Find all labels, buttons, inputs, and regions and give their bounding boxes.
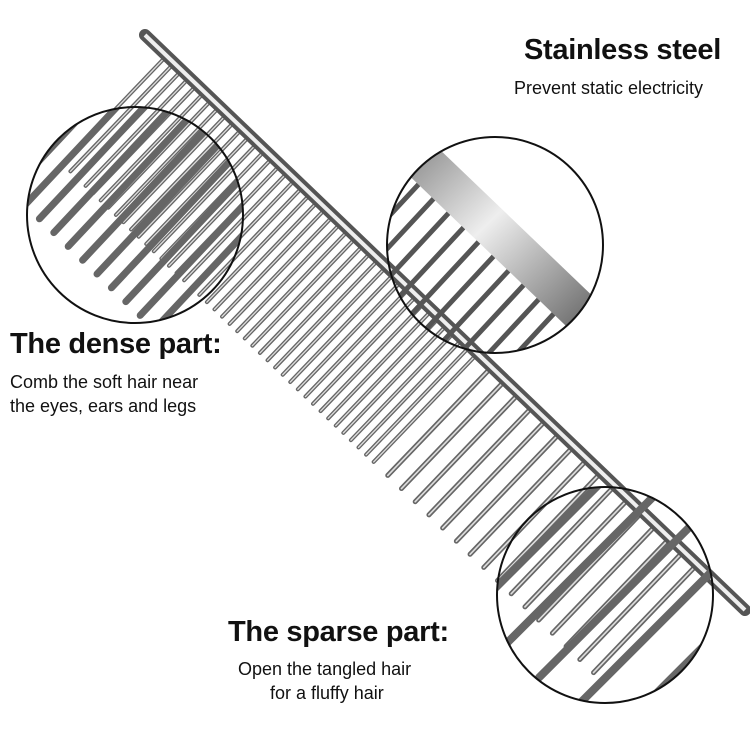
comb-tooth-dense-highlight — [168, 156, 274, 267]
comb-tooth-sparse-highlight — [469, 445, 575, 556]
magnified-spine — [387, 137, 603, 353]
dense-line2: the eyes, ears and legs — [10, 396, 197, 416]
dense-title: The dense part: — [10, 328, 222, 360]
comb-tooth-dense-highlight — [221, 207, 327, 318]
magnified-tooth — [387, 261, 518, 353]
sparse-line2: for a fluffy hair — [270, 683, 384, 703]
magnified-tooth — [501, 487, 669, 649]
magnified-tooth — [535, 513, 703, 682]
magnified-tooth — [387, 218, 473, 353]
magnified-tooth — [0, 0, 31, 67]
comb-tooth-dense-highlight — [213, 200, 319, 311]
comb-tooth-dense-highlight — [357, 338, 463, 449]
magnified-tooth — [0, 0, 60, 95]
comb-tooth-sparse-highlight — [496, 471, 603, 582]
comb-tooth-sparse-highlight — [524, 497, 630, 608]
comb-tooth-dense-highlight — [335, 316, 441, 427]
comb-tooth-dense-highlight — [145, 135, 251, 245]
comb-tooth-dense-highlight — [304, 287, 410, 398]
comb-tooth-dense-highlight — [365, 345, 471, 456]
magnified-tooth — [427, 304, 563, 353]
magnified-tooth — [151, 165, 243, 323]
magnified-tooth — [387, 246, 503, 353]
comb-tooth-dense-highlight — [297, 280, 403, 390]
magnifier-sparse — [496, 486, 714, 704]
magnified-tooth — [35, 107, 193, 223]
magnified-tooth — [136, 151, 243, 319]
comb-tooth-dense-highlight — [198, 185, 304, 296]
magnified-tooth — [27, 107, 93, 126]
comb-tooth-dense-highlight — [319, 302, 426, 412]
comb-tooth-dense-highlight — [228, 214, 335, 325]
comb-tooth-dense-highlight — [251, 236, 357, 347]
comb-tooth-dense-highlight — [115, 105, 221, 216]
magnified-tooth — [387, 174, 428, 320]
magnified-tooth — [27, 107, 107, 140]
comb-tooth-dense-highlight — [69, 62, 175, 172]
comb-teeth — [60, 53, 700, 676]
comb-tooth-sparse-highlight — [578, 550, 685, 661]
comb-tooth-dense-highlight — [100, 91, 206, 202]
comb-tooth-dense-highlight — [153, 142, 259, 252]
sparse-line1: Open the tangled hair — [238, 659, 412, 679]
comb-tooth-dense-highlight — [327, 309, 433, 419]
comb-tooth-sparse-highlight — [428, 405, 534, 516]
magnified-tooth — [603, 578, 713, 703]
comb-tooth-dense-highlight — [259, 243, 365, 354]
magnified-tooth — [27, 107, 179, 209]
comb-tooth-sparse-highlight — [386, 366, 493, 477]
comb-tooth-dense-highlight — [289, 273, 395, 383]
comb-tooth-dense-highlight — [274, 258, 380, 369]
comb-tooth-sparse-highlight — [510, 484, 616, 595]
magnified-tooth — [122, 138, 243, 306]
magnified-tooth — [637, 611, 713, 703]
comb-tooth-dense-highlight — [206, 193, 312, 303]
comb-tooth-sparse-highlight — [400, 379, 507, 490]
comb-tooth-dense-highlight — [350, 331, 456, 441]
comb-tooth-dense-highlight — [373, 352, 479, 463]
sparse-title: The sparse part: — [228, 616, 449, 648]
stainless-subtitle: Prevent static electricity — [514, 78, 704, 98]
comb-tooth-dense-highlight — [84, 76, 191, 187]
magnified-tooth — [387, 232, 488, 353]
magnified-tooth — [569, 546, 713, 703]
magnifier-spine — [386, 136, 604, 354]
comb-tooth-sparse-highlight — [455, 432, 561, 542]
comb-tooth-sparse-highlight — [414, 392, 520, 503]
comb-tooth-dense-highlight — [138, 127, 244, 238]
magnified-tooth — [0, 0, 45, 81]
comb-tooth-sparse-highlight — [551, 524, 658, 635]
magnified-tooth — [27, 107, 78, 112]
comb-tooth-dense-highlight — [244, 229, 350, 340]
comb-tooth-sparse-highlight — [592, 563, 699, 674]
comb-tooth-dense-highlight — [266, 251, 373, 361]
dense-line1: Comb the soft hair near — [10, 372, 199, 392]
stainless-title: Stainless steel — [524, 34, 721, 66]
comb-tooth-dense-highlight — [236, 222, 342, 332]
magnified-tooth — [387, 189, 443, 335]
comb-tooth-sparse-highlight — [441, 418, 548, 529]
comb-tooth-dense-highlight — [282, 265, 388, 376]
magnifier-dense — [26, 106, 244, 324]
comb-tooth-dense-highlight — [342, 323, 448, 434]
magnified-tooth — [50, 107, 208, 237]
comb-tooth-dense-highlight — [130, 120, 236, 231]
comb-tooth-dense-highlight — [183, 171, 289, 281]
comb-tooth-dense-highlight — [122, 113, 228, 223]
magnified-tooth — [412, 290, 548, 353]
comb-tooth-dense-highlight — [312, 294, 418, 405]
